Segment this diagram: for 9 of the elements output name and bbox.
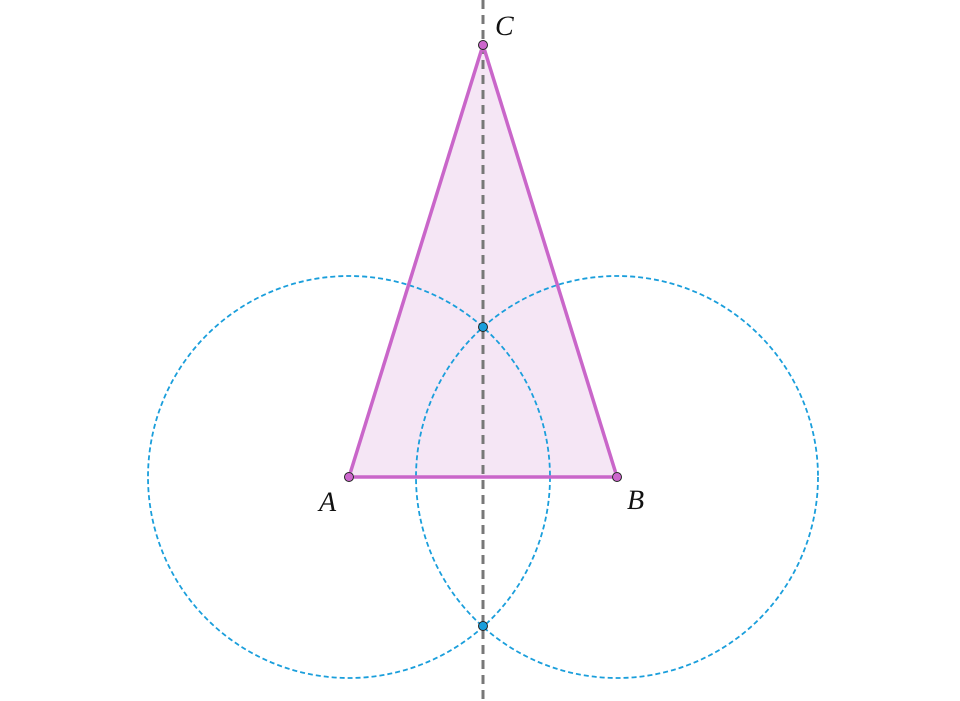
vertex-point: [612, 472, 622, 482]
vertex-point: [344, 472, 354, 482]
triangle-side: [482, 49, 618, 473]
triangle-side: [348, 49, 484, 473]
vertex-label: B: [627, 487, 644, 515]
triangle-side: [354, 475, 612, 479]
vertex-label: A: [319, 489, 336, 517]
vertex-point: [478, 40, 488, 50]
vertex-label: C: [495, 13, 514, 41]
